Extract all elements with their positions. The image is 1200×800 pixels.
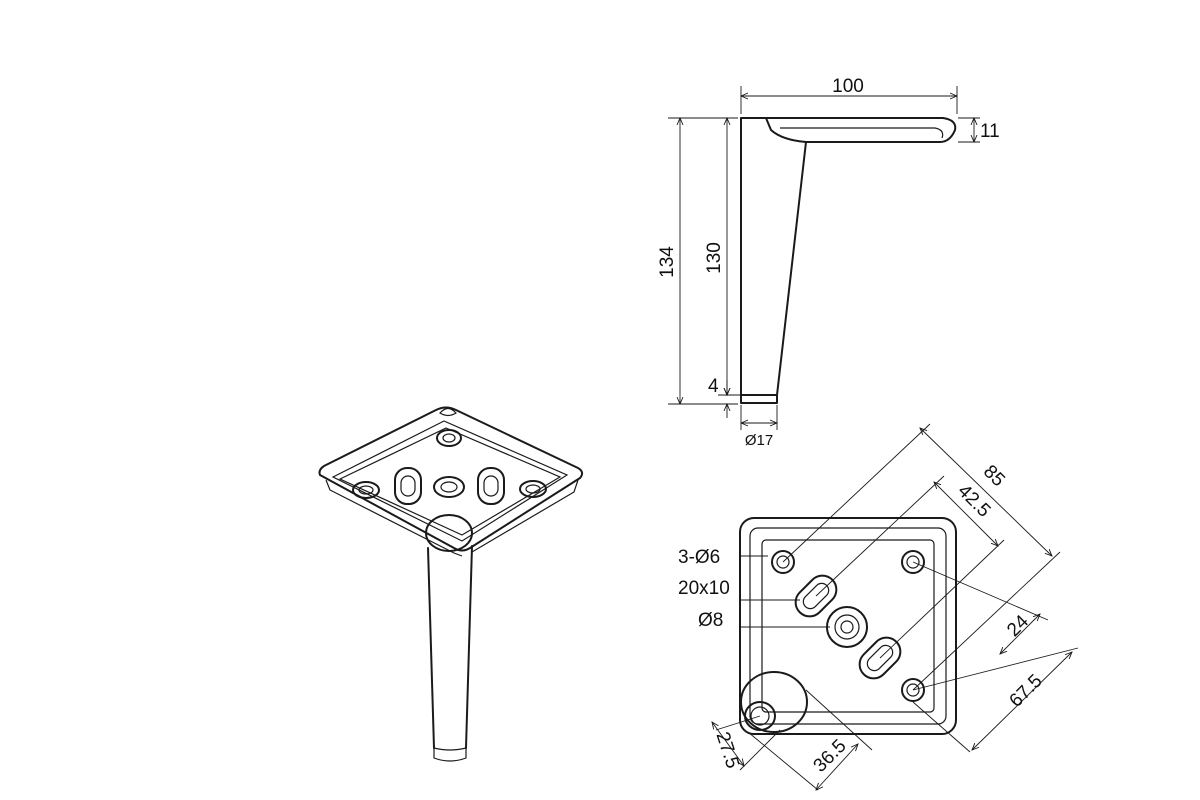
dim-plate-thickness: 11 [980,121,1000,142]
plan-hole-topright [901,550,925,574]
plan-plate-outer [739,517,957,735]
plan-plate-inner [749,527,947,725]
plate-outer-edge [318,406,584,552]
plan-leg-top [740,671,808,733]
dim-total-height: 134 [657,246,678,278]
dim-offset-24: 24 [1003,611,1033,641]
plan-hole-topleft [771,550,795,574]
plan-hole-bottomright [901,678,925,702]
dim-offset-36-5: 36.5 [810,736,851,777]
plan-slot-upper [794,574,838,618]
side-plate [740,117,957,143]
plate-inner-rim-2 [338,427,562,536]
plate-slot-right [477,467,505,505]
plate-hole-left [352,481,380,499]
dim-leg-height: 130 [704,242,725,274]
plan-center-hole [826,606,868,648]
plan-view: 3-Ø6 20x10 Ø8 85 42.5 24 67.5 27.5 36.5 [678,423,1079,790]
callout-holes: 3-Ø6 [678,547,720,568]
dim-width-top: 100 [832,76,864,97]
side-leg-outline [740,117,807,396]
side-plate-inner [780,127,944,139]
dim-foot-diameter: Ø17 [745,432,773,449]
dim-foot-height: 4 [708,376,719,397]
leg-body [427,545,473,749]
plate-lip [325,479,579,557]
leg-foot [433,747,467,762]
plate-inner-rim [331,420,569,542]
corner-notch [439,407,457,417]
plan-plate-inner-2 [761,539,935,713]
dim-diagonal-42-5: 42.5 [953,481,994,522]
dim-offset-67-5: 67.5 [1006,671,1047,712]
plate-hole-top [436,429,462,447]
dim-diagonal-85: 85 [979,461,1009,491]
plate-hole-center [433,476,465,498]
side-foot [740,394,778,404]
perspective-view [318,406,584,762]
leg-top-ellipse [425,514,473,552]
callout-center-hole: Ø8 [698,610,723,631]
dim-offset-27-5: 27.5 [712,729,743,771]
plate-hole-right [519,480,547,498]
side-view: 100 11 134 130 4 Ø17 [657,76,1000,449]
plate-slot-left [394,467,422,505]
callout-slots: 20x10 [678,578,730,599]
